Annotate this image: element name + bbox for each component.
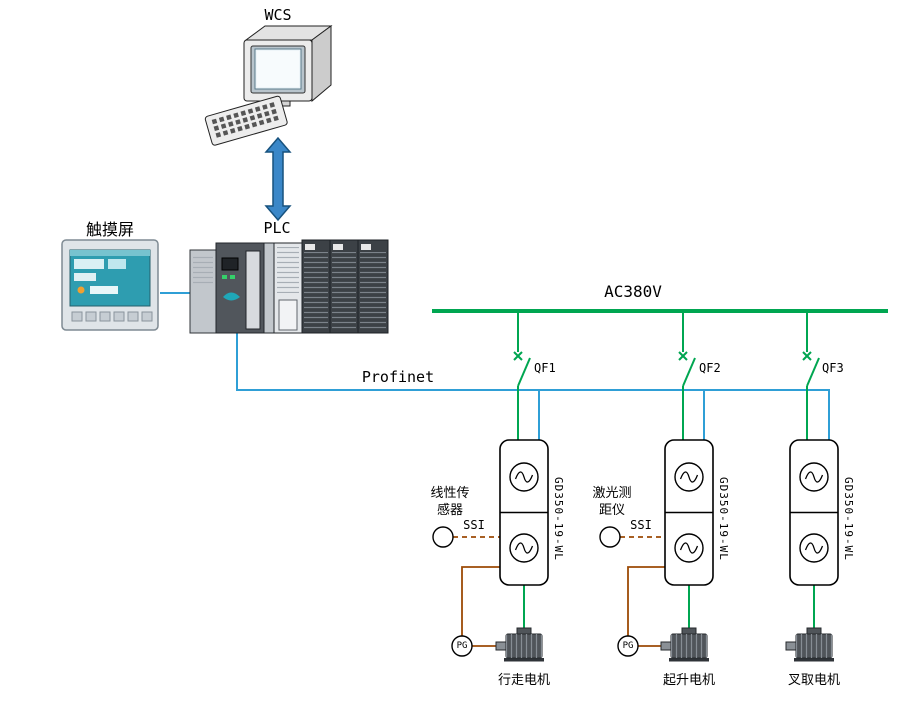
plc-rack-icon [189,239,389,334]
sensor-2-label-line2: 距仪 [598,503,625,518]
wcs-label: WCS [264,6,292,24]
sensor-1-label-line2: 感器 [436,503,463,518]
fork-motor-icon [785,627,835,662]
vfd-drive-3 [789,439,839,586]
wcs-plc-link-arrow-icon [264,136,292,222]
motor-1-label: 行走电机 [497,673,550,688]
hmi-panel-icon [61,239,159,331]
pg-encoder-2-label: PG [622,641,634,651]
power-bus-label: AC380V [604,282,662,301]
sensor-2-interface-label: SSI [630,518,652,532]
sensor-signal-lines [453,536,665,647]
sensor-1-label: 线性传 感器 [408,485,492,519]
network-label: Profinet [361,368,435,386]
breaker-qf3-label: QF3 [822,361,844,375]
breaker-qf2-icon [678,310,696,441]
wcs-keyboard-icon [204,95,288,146]
breaker-qf1-icon [513,310,531,441]
motor-3-label: 叉取电机 [787,673,840,688]
hmi-label: 触摸屏 [85,220,134,239]
pg-encoder-1-label: PG [456,641,468,651]
breaker-qf3-icon [802,310,820,441]
drive-2-model-label: GD350-19-WL [717,477,730,561]
drive-3-model-label: GD350-19-WL [842,477,855,561]
laser-sensor-icon [599,526,621,548]
linear-sensor-icon [432,526,454,548]
profinet-network-lines [160,292,830,440]
vfd-drive-2 [664,439,714,586]
motor-2-label: 起升电机 [662,673,715,688]
pg-encoder-1-icon [451,635,473,657]
breaker-qf1-label: QF1 [534,361,556,375]
sensor-2-label: 激光测 距仪 [570,485,654,519]
sensor-1-interface-label: SSI [463,518,485,532]
vfd-drive-1 [499,439,549,586]
travel-motor-icon [495,627,545,662]
breaker-qf2-label: QF2 [699,361,721,375]
pg-encoder-2-icon [617,635,639,657]
drive-1-model-label: GD350-19-WL [552,477,565,561]
sensor-1-label-line1: 线性传 [430,486,470,501]
wcs-computer-icon [243,25,333,107]
sensor-2-label-line1: 激光测 [592,486,632,501]
plc-label: PLC [263,219,291,237]
hoist-motor-icon [660,627,710,662]
